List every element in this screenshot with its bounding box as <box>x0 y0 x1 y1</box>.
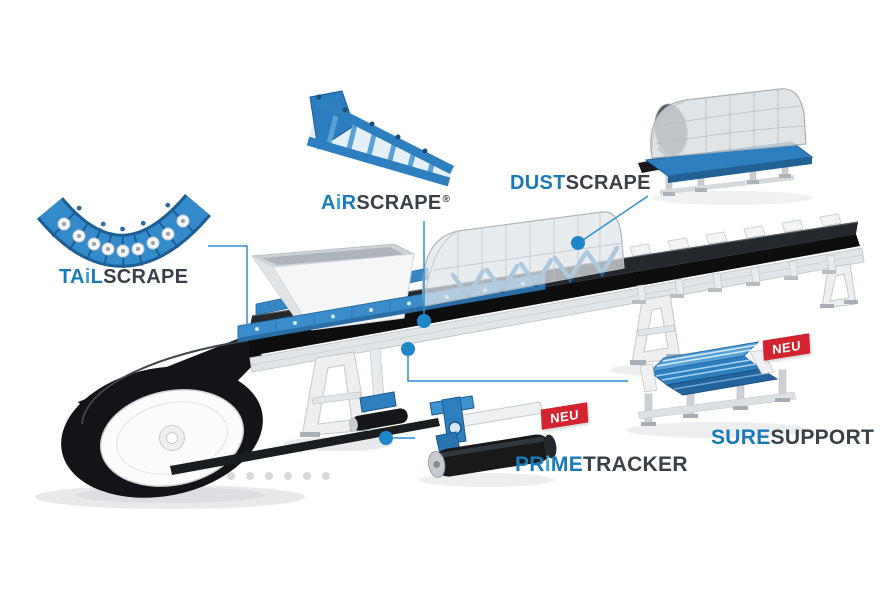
tailscrape-label-seg4: SCRAPE <box>103 266 189 288</box>
airscrape-label[interactable]: AiRSCRAPE® <box>321 192 450 215</box>
dustscrape-hotspot-dot[interactable] <box>571 236 585 250</box>
suresupport-callout-line <box>407 356 628 382</box>
dustscrape-callout-line <box>582 195 649 241</box>
installed-primetracker <box>348 347 408 432</box>
airscrape-hotspot-dot[interactable] <box>417 314 431 328</box>
carousel-dot[interactable] <box>303 472 311 480</box>
dustscrape-label[interactable]: DUSTSCRAPE <box>510 172 651 195</box>
tailscrape-callout-line <box>208 245 248 332</box>
primetracker-label[interactable]: PRiMETRACKER <box>515 453 688 477</box>
airscrape-label-seg3: R <box>341 192 357 214</box>
airscrape-thumbnail[interactable] <box>306 90 455 187</box>
tailscrape-label-seg2: i <box>84 266 91 288</box>
conveyor <box>61 211 865 498</box>
carousel-dot[interactable] <box>227 472 235 480</box>
airscrape-label-seg2: i <box>335 192 342 214</box>
primetracker-label-seg2: i <box>544 453 551 476</box>
conveyor-frame <box>249 247 865 373</box>
carousel-dot[interactable] <box>265 472 273 480</box>
return-belt <box>170 418 440 475</box>
carousel-dot[interactable] <box>284 472 292 480</box>
tailscrape-label[interactable]: TAiLSCRAPE <box>59 266 188 289</box>
carousel-dots <box>227 472 330 480</box>
suresupport-thumbnail[interactable] <box>637 341 797 426</box>
callout-lines <box>208 195 649 439</box>
tailscrape-label-seg1: TA <box>59 266 85 288</box>
suresupport-hotspot-dot[interactable] <box>401 342 415 356</box>
dustscrape-label-seg2: SCRAPE <box>565 172 651 194</box>
callout-dots <box>379 236 585 445</box>
suresupport-label[interactable]: SURESUPPORT <box>711 426 874 450</box>
tailscrape-thumbnail[interactable] <box>36 193 211 269</box>
primetracker-label-seg1: PR <box>515 453 545 476</box>
carousel-dot[interactable] <box>322 472 330 480</box>
dustscrape-label-seg1: DUST <box>510 172 566 194</box>
primetracker-thumbnail[interactable] <box>427 395 559 480</box>
airscrape-label-seg1: A <box>321 192 336 214</box>
primetracker-label-seg4: TRACKER <box>583 453 688 476</box>
support-legs <box>300 263 858 437</box>
registered-trademark-symbol: ® <box>442 194 451 205</box>
tailscrape-rollers <box>57 202 190 258</box>
primetracker-hotspot-dot[interactable] <box>379 431 393 445</box>
dustscrape-thumbnail[interactable] <box>638 88 814 196</box>
primetracker-label-seg3: ME <box>550 453 584 476</box>
tailscrape-label-seg3: L <box>90 266 104 288</box>
carousel-dot[interactable] <box>246 472 254 480</box>
suresupport-label-seg1: SURE <box>711 426 771 449</box>
airscrape-label-seg4: SCRAPE <box>356 192 442 214</box>
suresupport-label-seg2: SUPPORT <box>770 426 875 449</box>
